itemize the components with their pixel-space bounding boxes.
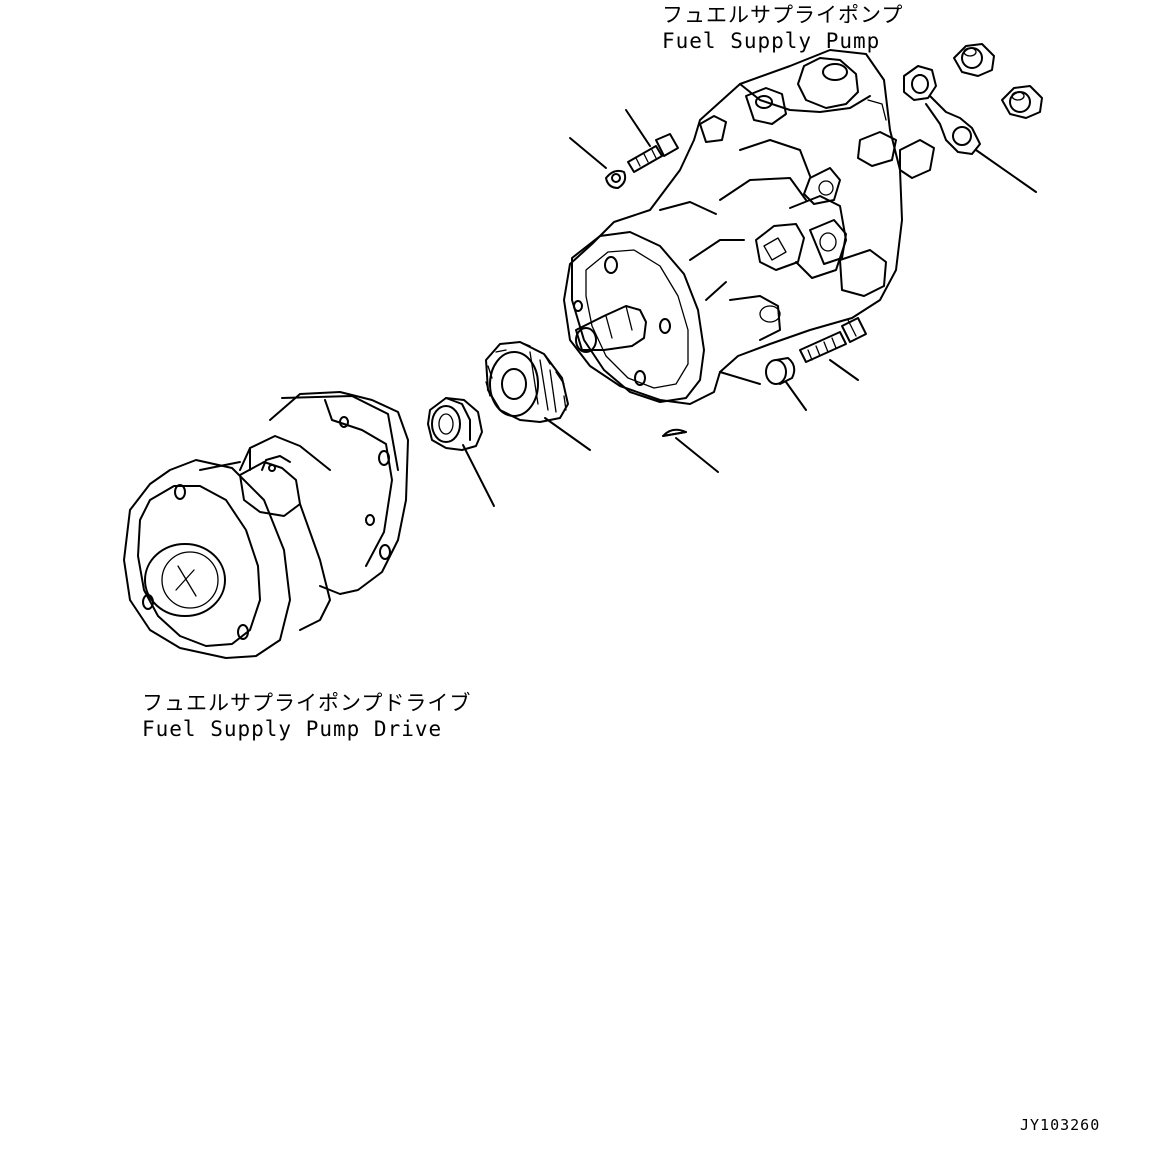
fuel-supply-pump-label-jp: フュエルサプライポンプ	[662, 3, 904, 27]
flange-bolt	[799, 317, 867, 381]
fuel-supply-pump-label: フュエルサプライポンプ Fuel Supply Pump	[662, 2, 903, 54]
fuel-supply-pump-drive-label-jp: フュエルサプライポンプドライブ	[142, 691, 472, 715]
fuel-supply-pump-drive-label-en: Fuel Supply Pump Drive	[142, 717, 443, 741]
washer	[569, 137, 627, 189]
fuel-supply-pump-drive-label: フュエルサプライポンプドライブ Fuel Supply Pump Drive	[142, 690, 471, 742]
woodruff-key	[662, 428, 719, 473]
fuel-supply-pump-drive	[123, 391, 409, 659]
banjo-fitting	[903, 65, 1037, 193]
nut	[427, 397, 495, 507]
spacer	[765, 357, 807, 411]
copper-washer	[953, 43, 1043, 119]
gear	[485, 341, 591, 451]
drawing-number: JY103260	[1020, 1116, 1101, 1134]
fuel-supply-pump-label-en: Fuel Supply Pump	[662, 29, 881, 53]
fuel-supply-pump	[563, 49, 935, 405]
bolt	[625, 109, 679, 173]
